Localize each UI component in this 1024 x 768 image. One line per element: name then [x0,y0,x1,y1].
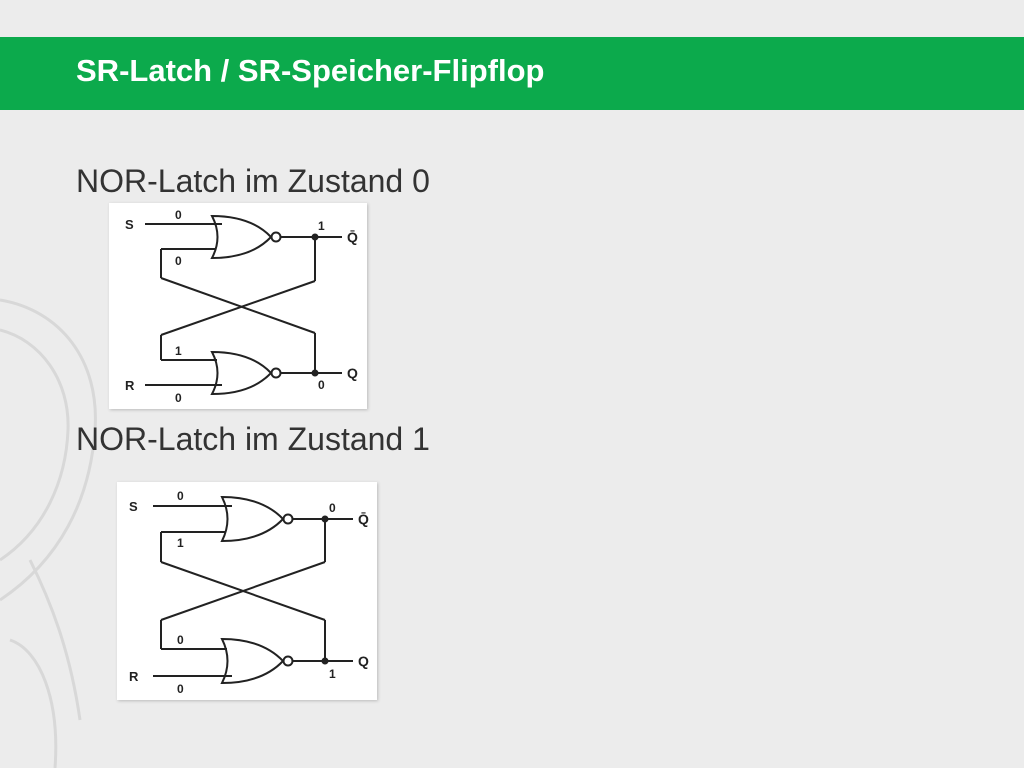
r-value: 0 [175,391,182,405]
nor-gate-top-bubble [282,513,294,525]
output-label-qbar: Q̄ [347,228,358,245]
title-bar [0,37,1024,110]
nor-gate-bottom [220,637,285,685]
nor-gate-bottom-bubble [270,367,282,379]
nor-gate-top [210,214,273,260]
bottom-feedback-value: 1 [175,344,182,358]
input-label-r: R [125,378,135,393]
slide-title: SR-Latch / SR-Speicher-Flipflop [76,53,545,88]
cross-wire-b [160,561,326,621]
nor-gate-bottom-bubble [282,655,294,667]
cross-wire-b [160,280,316,336]
input-label-s: S [125,217,134,232]
nor-gate-bottom [210,350,273,396]
input-label-r: R [129,669,139,684]
output-label-qbar: Q̄ [358,510,369,527]
output-label-q: Q [358,653,369,669]
r-value: 0 [177,682,184,696]
nor-gate-top-bubble [270,231,282,243]
cross-wire-a [160,277,316,334]
bottom-feedback-value: 0 [177,633,184,647]
heading-state-1: NOR-Latch im Zustand 1 [76,421,430,457]
qbar-value: 1 [318,219,325,233]
top-feedback-value: 1 [177,536,184,550]
nor-gate-top [220,495,285,543]
nor-latch-diagram-state-1: S R Q̄ Q 0 1 0 0 0 1 [117,482,377,700]
s-value: 0 [175,208,182,222]
heading-state-0: NOR-Latch im Zustand 0 [76,163,430,199]
s-value: 0 [177,489,184,503]
nor-latch-diagram-state-0: S R Q̄ Q 0 0 1 1 0 0 [109,203,367,409]
qbar-value: 0 [329,501,336,515]
q-value: 1 [329,667,336,681]
q-value: 0 [318,378,325,392]
top-feedback-value: 0 [175,254,182,268]
input-label-s: S [129,499,138,514]
output-label-q: Q [347,365,358,381]
